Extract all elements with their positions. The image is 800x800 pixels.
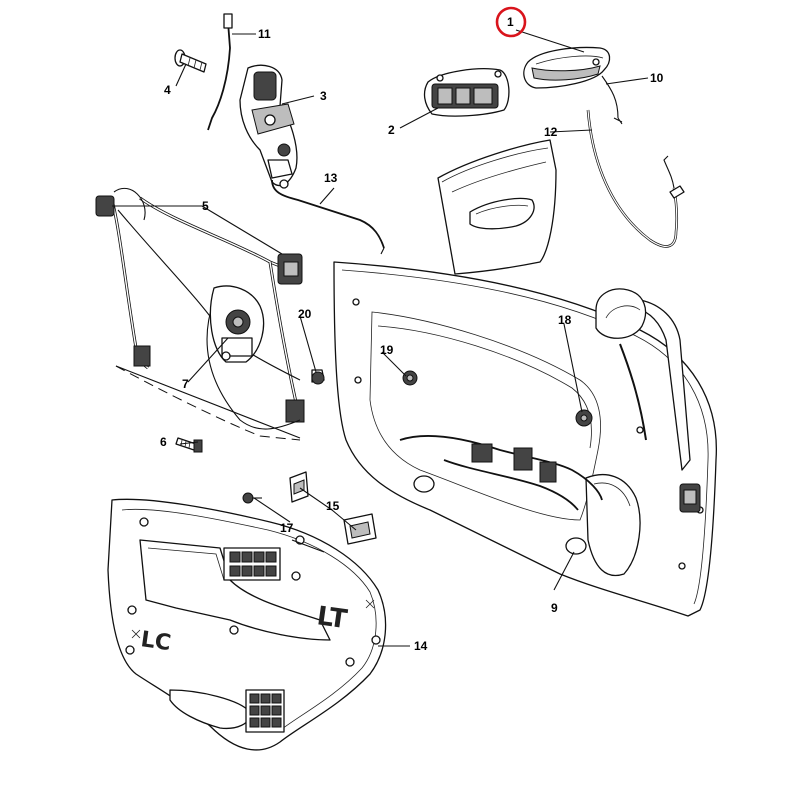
screw-part: [175, 437, 203, 453]
callout-13: 13: [324, 171, 338, 185]
inner-door-frame: [333, 261, 717, 617]
panel-stamp-lt: LT: [315, 601, 349, 635]
callout-19: 19: [380, 343, 394, 357]
callout-17: 17: [280, 521, 294, 535]
regulator-mount-outline: [115, 365, 301, 441]
panel-stamp-lc: LC: [139, 627, 172, 656]
callout-1: 1: [507, 15, 514, 29]
callout-14: 14: [414, 639, 428, 653]
bolt-part: [174, 49, 207, 73]
callout-10: 10: [650, 71, 664, 85]
callout-2: 2: [388, 123, 395, 137]
inside-handle-part: [423, 68, 510, 117]
leader-lines: [112, 29, 649, 647]
latch-assembly: [207, 13, 385, 255]
callout-18: 18: [558, 313, 572, 327]
callout-11: 11: [258, 27, 271, 41]
outer-skin-panel: [437, 139, 557, 275]
window-regulator: [95, 187, 305, 430]
callout-5: 5: [202, 199, 209, 213]
callout-3: 3: [320, 89, 327, 103]
bracket-parts: [289, 369, 377, 545]
callout-4: 4: [164, 83, 171, 97]
callout-20: 20: [298, 307, 312, 321]
highlight-circle: [495, 6, 527, 38]
callout-7: 7: [182, 377, 189, 391]
outside-handle-assembly: [523, 46, 685, 248]
callout-6: 6: [160, 435, 167, 449]
callout-labels: 1 2 3 4 5 6 7 9 10 11 12 13 14 15 17 18 …: [160, 15, 664, 653]
door-trim-panel: LC LT: [107, 498, 387, 751]
callout-9: 9: [551, 601, 558, 615]
callout-12: 12: [544, 125, 558, 139]
callout-15: 15: [326, 499, 340, 513]
